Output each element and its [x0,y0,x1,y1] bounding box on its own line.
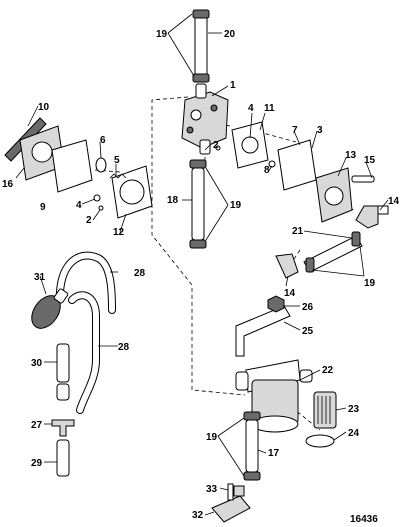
callout-4: 4 [248,103,254,114]
callout-25: 25 [302,326,314,337]
callout-19: 19 [156,29,168,40]
callout-21: 21 [292,226,304,237]
fuel-hose-18 [189,159,207,249]
left-diaphragm-assembly [4,117,153,219]
fuel-hoses-28 [56,251,116,414]
callout-14b: 14 [284,288,296,299]
callout-28: 28 [134,268,146,279]
callout-18: 18 [167,195,179,206]
callout-8: 8 [264,165,270,176]
callout-30: 30 [31,358,43,369]
fuel-hose-20 [192,9,210,83]
fuel-hose-17 [243,411,261,481]
callout-labels: 19 20 1 10 4 11 7 3 2 6 5 13 15 8 16 14 … [2,29,400,525]
callout-10: 10 [38,102,50,113]
callout-27: 27 [31,420,43,431]
filter-bracket [235,295,291,357]
callout-3: 3 [317,125,323,136]
callout-29: 29 [31,458,43,469]
callout-2: 2 [213,140,219,151]
callout-6: 6 [100,135,106,146]
fuel-filter-assembly [235,359,313,433]
callout-26: 26 [302,302,314,313]
fuel-pump-body [181,83,229,155]
callout-24: 24 [348,428,360,439]
left-hose-and-tee [51,343,75,477]
callout-16: 16 [2,179,14,190]
callout-23: 23 [348,404,360,415]
callout-2b: 2 [86,215,92,226]
small-parts [93,145,276,211]
callout-13: 13 [345,150,357,161]
primer-bulb [31,288,69,329]
callout-19c: 19 [364,278,376,289]
callout-19b: 19 [230,200,242,211]
callout-19d: 19 [206,432,218,443]
callout-4b: 4 [76,200,82,211]
callout-5: 5 [114,155,120,166]
callout-33: 33 [206,484,218,495]
callout-32: 32 [192,510,204,521]
callout-7: 7 [292,125,298,136]
figure-number: 16436 [350,514,378,525]
callout-15: 15 [364,155,376,166]
fuel-fittings-right [275,205,389,279]
callout-31: 31 [34,272,46,283]
callout-12: 12 [113,227,125,238]
pump-cover [315,167,375,223]
inlet-fitting [211,483,251,523]
filter-element [305,391,337,448]
callout-9: 9 [40,202,46,213]
callout-22: 22 [322,365,334,376]
pump-gaskets [231,121,317,191]
leader-lines [15,13,389,516]
callout-14: 14 [388,196,400,207]
callout-1: 1 [230,80,236,91]
callout-17: 17 [268,448,280,459]
callout-11: 11 [264,103,275,114]
callout-28b: 28 [118,342,130,353]
callout-20: 20 [224,29,236,40]
